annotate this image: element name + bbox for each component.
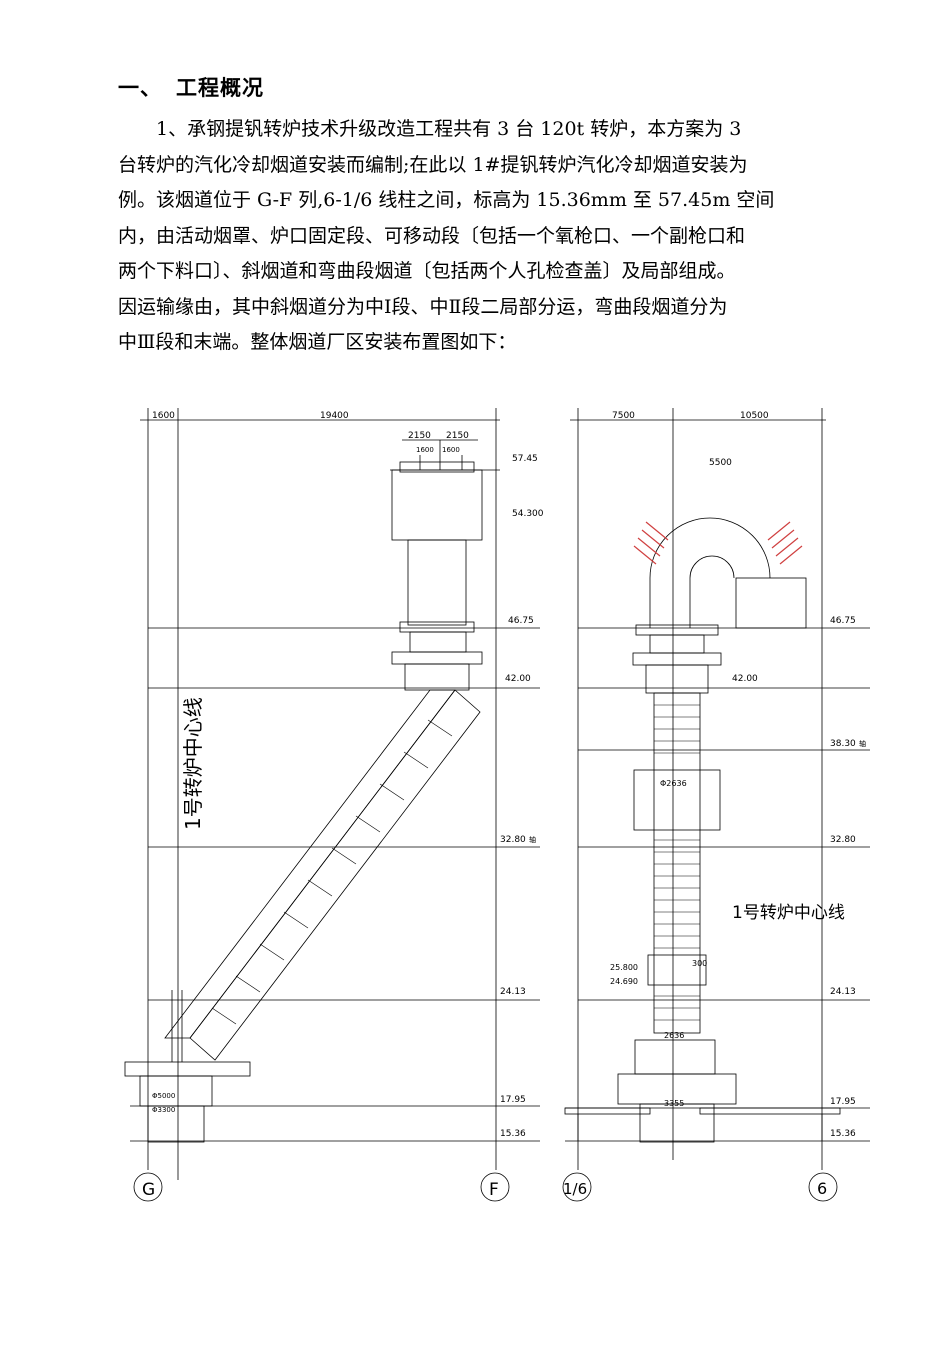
annotation: Φ2636 [660,779,687,788]
elevation-label: 38.30 [830,739,856,749]
paragraph-line: 内，由活动烟罩、炉口固定段、可移动段〔包括一个氧枪口、一个副枪口和 [118,224,746,247]
elevation-label: 15.36 [500,1129,526,1139]
bend-inspection-marks [633,521,803,565]
elevation-label: 46.75 [830,616,856,626]
elevation-label: 32.80 [830,835,856,845]
dim-label: 1600 [416,446,434,454]
dim-label: 5500 [709,458,732,468]
paragraph-line: 例。该烟道位于 G-F 列,6-1/6 线柱之间，标高为 15.36mm 至 5… [118,189,775,211]
paragraph-line: 两个下料口〕、斜烟道和弯曲段烟道〔包括两个人孔检查盖〕及局部组成。 [118,260,736,282]
elevation-label: 57.45 [512,454,538,464]
elevation-label: 24.13 [500,987,526,997]
section-title: 工程概况 [176,76,264,100]
left-drawing-ribs [211,719,453,1025]
annotation: 25.800 [610,963,638,972]
annotation: 300 [692,959,707,968]
elevation-label: 32.80 [500,835,526,845]
paragraph-line: 中Ⅲ段和末端。整体烟道厂区安装布置图如下： [118,331,517,353]
elevation-label: 46.75 [508,616,534,626]
paragraph-line: 台转炉的汽化冷却烟道安装而编制;在此以 1#提钒转炉汽化冷却烟道安装为 [118,153,748,176]
left-drawing [124,408,540,1202]
left-drawing-labels: 1600 19400 2150 2150 1600 1600 57.45 54.… [142,411,544,1200]
elevation-label: 42.00 [732,674,758,684]
elevation-suffix: 轴 [529,835,536,844]
axis-label: 1/6 [563,1180,587,1198]
base-dim: Φ3300 [152,1106,175,1114]
dim-label: 2150 [408,431,431,441]
elevation-label: 42.00 [505,674,531,684]
elevation-label: 54.300 [512,509,544,519]
annotation: 2636 [664,1031,684,1040]
annotation: 24.690 [610,977,638,986]
axis-label: 6 [817,1179,827,1198]
dim-label: 10500 [740,411,769,421]
dim-label: 19400 [320,411,349,421]
right-drawing-corrugation [654,704,700,1021]
elevation-label: 17.95 [500,1095,526,1105]
centerline-label: 1号转炉中心线 [181,697,205,830]
section-number: 一、 [118,76,162,100]
paragraph-line: 1、承钢提钒转炉技术升级改造工程共有 3 台 120t 转炉，本方案为 3 [156,118,742,140]
dim-label: 1600 [152,411,175,421]
dim-label: 2150 [446,431,469,441]
centerline-label: 1号转炉中心线 [732,903,845,923]
flue-layout-drawing: 1600 19400 2150 2150 1600 1600 57.45 54.… [124,408,870,1202]
section-heading: 一、工程概况 [118,72,264,102]
axis-label: G [142,1180,155,1200]
right-drawing [562,408,870,1202]
base-dim: Φ5000 [152,1092,175,1100]
elevation-suffix: 轴 [859,739,866,748]
paragraph-line: 因运输缘由，其中斜烟道分为中Ⅰ段、中Ⅱ段二局部分运，弯曲段烟道分为 [118,295,728,318]
elevation-label: 24.13 [830,987,856,997]
annotation: 3355 [664,1099,684,1108]
elevation-label: 15.36 [830,1129,856,1139]
dim-label: 7500 [612,411,635,421]
dim-label: 1600 [442,446,460,454]
elevation-label: 17.95 [830,1097,856,1107]
overview-paragraph: 1、承钢提钒转炉技术升级改造工程共有 3 台 120t 转炉，本方案为 3 台转… [118,112,848,361]
axis-label: F [489,1180,499,1200]
right-drawing-labels: 7500 10500 5500 46.75 42.00 38.30 轴 32.8… [563,411,866,1198]
